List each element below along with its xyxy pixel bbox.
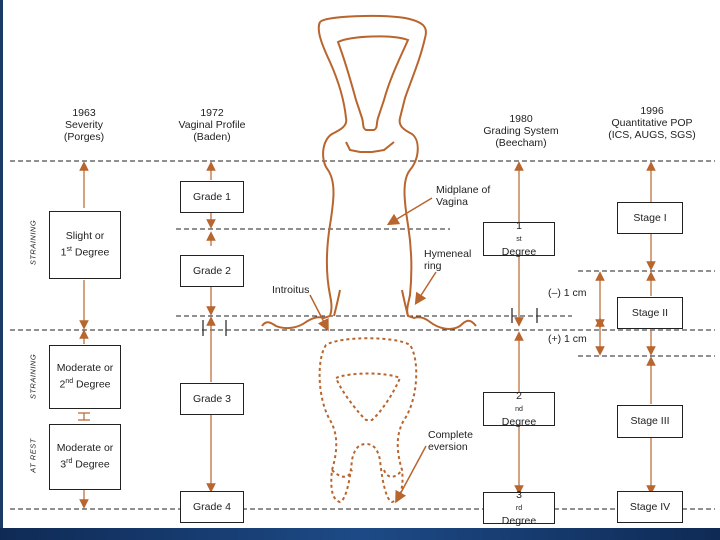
hymeneal-label-line2: ring xyxy=(424,260,442,272)
eversion-label-line2: eversion xyxy=(428,441,468,453)
minus-1cm-label: (–) 1 cm xyxy=(548,287,587,299)
beecham-year: 1980 xyxy=(509,113,533,125)
hymeneal-ring-label: Hymeneal ring xyxy=(424,248,471,272)
pop-header: 1996 Quantitative POP (ICS, AUGS, SGS) xyxy=(596,105,708,141)
baden-grade-4: Grade 4 xyxy=(180,491,244,523)
midplane-label: Midplane of Vagina xyxy=(436,184,490,208)
porges-slight-line2: 1st Degree xyxy=(60,246,110,259)
pop-stage-3: Stage III xyxy=(617,405,683,438)
porges-title: Severity xyxy=(65,119,103,131)
complete-eversion-illustration xyxy=(318,337,418,504)
porges-moderate3-line1: Moderate or xyxy=(56,442,114,455)
slide-bottom-frame xyxy=(0,528,720,540)
midplane-label-line1: Midplane of xyxy=(436,184,491,196)
midplane-label-line2: Vagina xyxy=(436,196,468,208)
porges-slight-line1: Slight or xyxy=(65,230,105,243)
midplane-pointer xyxy=(386,197,433,226)
porges-moderate2-line1: Moderate or xyxy=(56,362,114,375)
baden-grade-2: Grade 2 xyxy=(180,255,244,287)
slide-left-frame xyxy=(0,0,3,540)
porges-slight-box: Slight or 1st Degree xyxy=(49,211,121,279)
straining-label-top: STRAINING xyxy=(28,219,38,266)
eversion-pointer xyxy=(395,445,427,504)
introitus-pointer xyxy=(309,294,329,332)
baden-sub: (Baden) xyxy=(193,131,231,143)
introitus-label: Introitus xyxy=(272,284,310,296)
eversion-label: Complete eversion xyxy=(428,429,473,453)
baden-header: 1972 Vaginal Profile (Baden) xyxy=(160,107,264,143)
normal-anatomy-illustration xyxy=(261,14,477,330)
straining-label-mid: STRAINING xyxy=(28,353,38,400)
pop-stage-4: Stage IV xyxy=(617,491,683,523)
porges-header: 1963 Severity (Porges) xyxy=(54,107,114,143)
at-rest-label: AT REST xyxy=(28,438,38,473)
hymeneal-ring-pointer xyxy=(414,271,437,306)
pop-stage-1: Stage I xyxy=(617,202,683,234)
beecham-title: Grading System xyxy=(483,125,559,137)
plus-1cm-label: (+) 1 cm xyxy=(548,333,587,345)
beecham-sub: (Beecham) xyxy=(495,137,547,149)
baden-year: 1972 xyxy=(200,107,224,119)
baden-title: Vaginal Profile xyxy=(178,119,246,131)
pop-stage-2: Stage II xyxy=(617,297,683,329)
porges-moderate3-line2: 3rd Degree xyxy=(60,458,110,471)
porges-sub: (Porges) xyxy=(63,131,105,143)
beecham-header: 1980 Grading System (Beecham) xyxy=(474,113,568,149)
hymeneal-label-line1: Hymeneal xyxy=(424,248,472,260)
pop-title: Quantitative POP xyxy=(611,117,693,129)
porges-moderate3-box: Moderate or 3rd Degree xyxy=(49,424,121,490)
porges-moderate2-line2: 2nd Degree xyxy=(59,378,111,391)
baden-grade-3: Grade 3 xyxy=(180,383,244,415)
baden-grade-1: Grade 1 xyxy=(180,181,244,213)
eversion-label-line1: Complete xyxy=(428,429,473,441)
porges-year: 1963 xyxy=(72,107,96,119)
pop-sub: (ICS, AUGS, SGS) xyxy=(608,129,696,141)
porges-moderate2-box: Moderate or 2nd Degree xyxy=(49,345,121,409)
pop-year: 1996 xyxy=(640,105,664,117)
